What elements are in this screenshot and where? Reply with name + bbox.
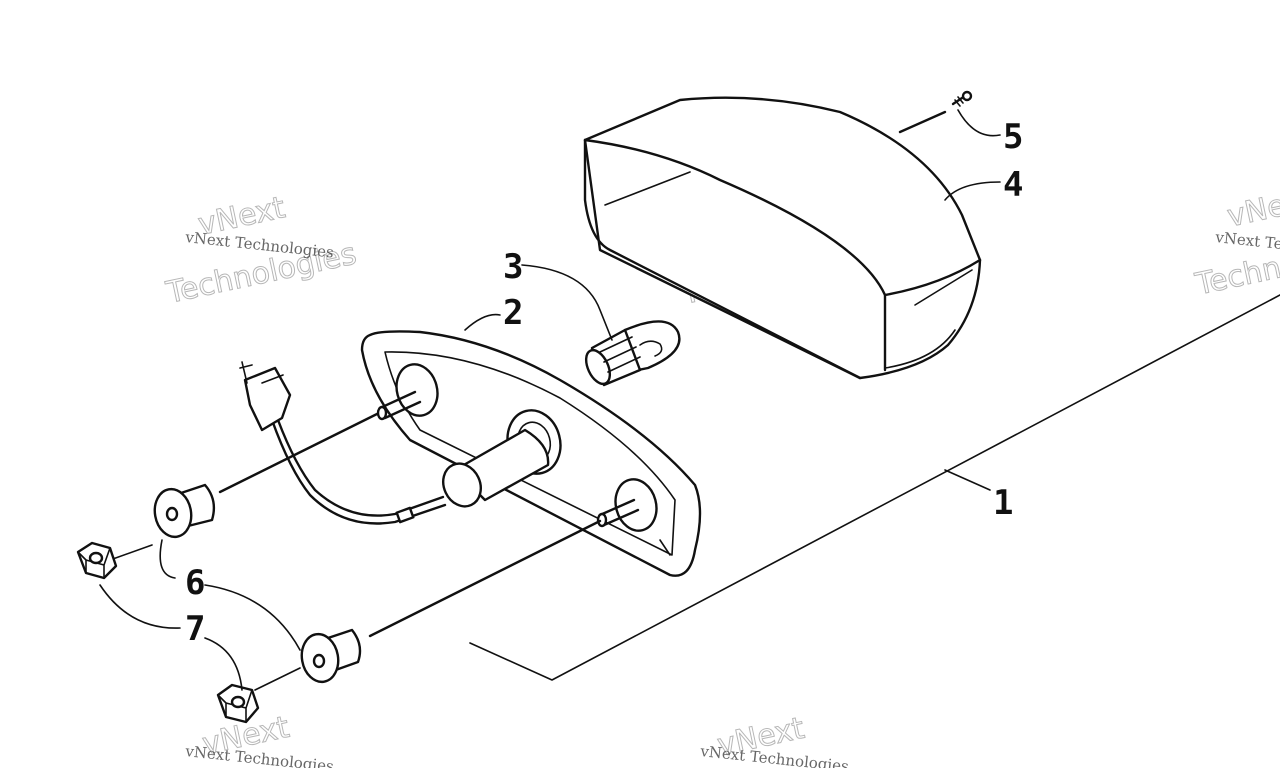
bulb [584, 320, 681, 387]
nut-upper [76, 541, 118, 580]
callout-leaders [99, 109, 1001, 691]
grommet-upper [153, 483, 216, 539]
screw [898, 90, 973, 134]
callout-1: 1 [993, 483, 1013, 523]
assembly-leader-lines [109, 412, 602, 691]
callout-3: 3 [503, 247, 523, 287]
wire-harness [239, 361, 447, 525]
nut-lower [216, 683, 260, 724]
svg-text:vNext: vNext [1224, 182, 1280, 235]
lens-cover [583, 96, 982, 380]
callout-5: 5 [1003, 117, 1023, 157]
callout-2: 2 [503, 293, 523, 333]
assembly-bracket-line [469, 294, 1280, 681]
grommet-lower [300, 628, 362, 684]
callout-7: 7 [185, 609, 205, 649]
callout-4: 4 [1003, 165, 1023, 205]
lamp-housing [360, 330, 702, 577]
callout-6: 6 [185, 563, 205, 603]
